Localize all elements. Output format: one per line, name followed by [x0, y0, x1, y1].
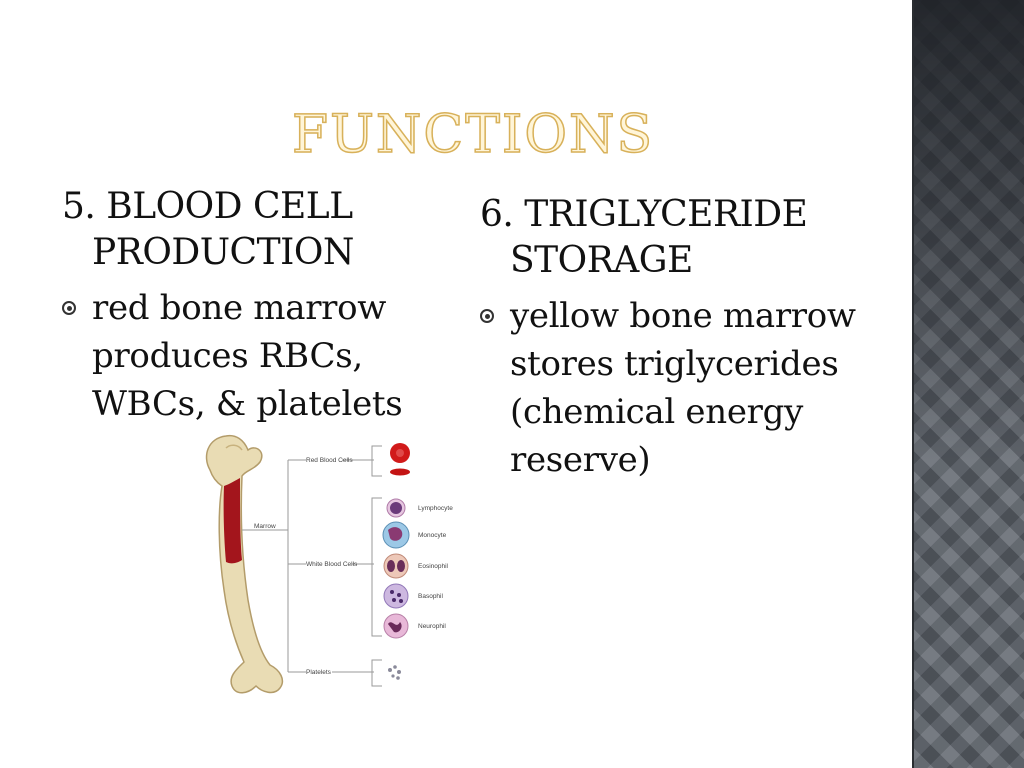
- right-bullet: yellow bone marrow stores triglycerides …: [480, 292, 870, 484]
- left-heading: 5. BLOOD CELL PRODUCTION: [62, 186, 354, 273]
- right-bullet-text: yellow bone marrow stores triglycerides …: [510, 296, 856, 480]
- slide-title: FUNCTIONS: [291, 104, 655, 166]
- slide: FUNCTIONS 5. BLOOD CELL PRODUCTION red b…: [62, 104, 870, 702]
- bullet-icon: [62, 301, 76, 315]
- neutrophil-icon: [383, 613, 409, 639]
- right-heading: 6. TRIGLYCERIDE STORAGE: [480, 194, 808, 281]
- bone-marrow-diagram: Marrow Red Blood Cells White Blood Cells…: [196, 430, 466, 702]
- basophil-label: Basophil: [418, 593, 443, 600]
- basophil-icon: [383, 583, 409, 609]
- left-column: 5. BLOOD CELL PRODUCTION red bone marrow…: [62, 184, 452, 428]
- platelets-label: Platelets: [306, 669, 332, 676]
- eosinophil-icon: [383, 553, 409, 579]
- right-column: 6. TRIGLYCERIDE STORAGE yellow bone marr…: [480, 192, 870, 484]
- marrow-label: Marrow: [254, 523, 276, 530]
- platelets-icon: [388, 665, 401, 680]
- decorative-sidebar: [912, 0, 1024, 768]
- bullet-icon: [480, 309, 494, 323]
- monocyte-icon: [382, 521, 410, 549]
- left-bullet: red bone marrow produces RBCs, WBCs, & p…: [62, 284, 452, 428]
- white-blood-cells-label: White Blood Cells: [306, 561, 358, 568]
- left-bullet-text: red bone marrow produces RBCs, WBCs, & p…: [92, 288, 403, 424]
- lymphocyte-icon: [386, 498, 406, 518]
- lymphocyte-label: Lymphocyte: [418, 505, 453, 512]
- femur-icon: [205, 434, 284, 694]
- red-blood-cells-label: Red Blood Cells: [306, 457, 353, 464]
- eosinophil-label: Eosinophil: [418, 563, 449, 570]
- bone-marrow-illustration: Marrow Red Blood Cells White Blood Cells…: [205, 434, 453, 694]
- monocyte-label: Monocyte: [418, 532, 447, 539]
- red-blood-cell-icon: [390, 443, 410, 476]
- neutrophil-label: Neurophil: [418, 623, 446, 630]
